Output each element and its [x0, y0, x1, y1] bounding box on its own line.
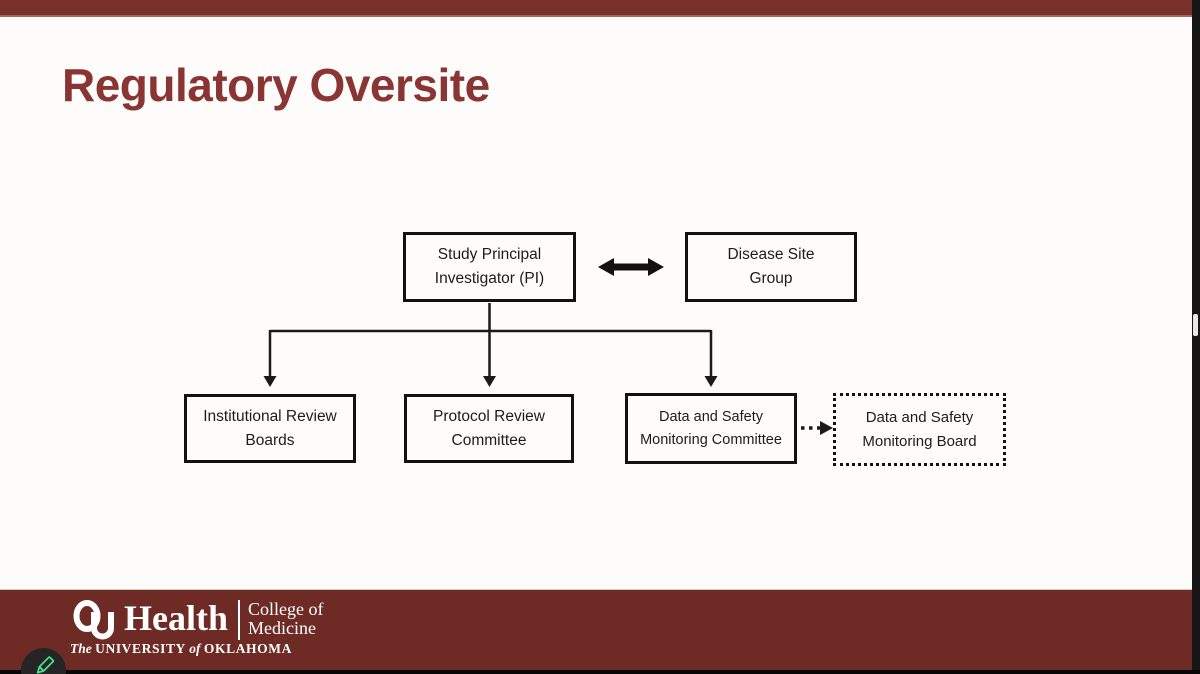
brand-divider: [238, 600, 240, 640]
bottom-edge-strip: [0, 670, 1200, 674]
pencil-icon: [36, 656, 54, 674]
scrollbar-thumb[interactable]: [1193, 314, 1198, 336]
footer-bar: Health College of Medicine The UNIVERSIT…: [0, 589, 1192, 670]
college-of-medicine-label: College of Medicine: [248, 600, 323, 638]
diagram-node-data-safety-monitoring-board: Data and Safety Monitoring Board: [833, 393, 1006, 466]
tagline-oklahoma: OKLAHOMA: [203, 641, 292, 656]
diagram-node-institutional-review-boards: Institutional Review Boards: [184, 394, 356, 463]
tagline-university: UNIVERSITY: [95, 641, 186, 656]
footer-logo: Health College of Medicine: [72, 598, 323, 644]
college-line-2: Medicine: [248, 618, 316, 638]
university-tagline: The UNIVERSITY of OKLAHOMA: [70, 641, 292, 657]
slide-title: Regulatory Oversite: [62, 59, 490, 111]
diagram-node-disease-site-group: Disease Site Group: [685, 232, 857, 302]
brand-health-label: Health: [124, 598, 228, 638]
tagline-the: The: [70, 641, 92, 656]
ou-monogram-icon: [73, 600, 114, 640]
diagram-node-study-pi: Study Principal Investigator (PI): [403, 232, 576, 302]
tagline-of: of: [189, 641, 201, 656]
diagram-node-data-safety-monitoring-committee: Data and Safety Monitoring Committee: [625, 393, 797, 464]
scrollbar-track[interactable]: [1192, 0, 1200, 674]
top-accent-bar: [0, 0, 1192, 17]
diagram-node-protocol-review-committee: Protocol Review Committee: [404, 394, 574, 463]
college-line-1: College of: [248, 599, 324, 619]
